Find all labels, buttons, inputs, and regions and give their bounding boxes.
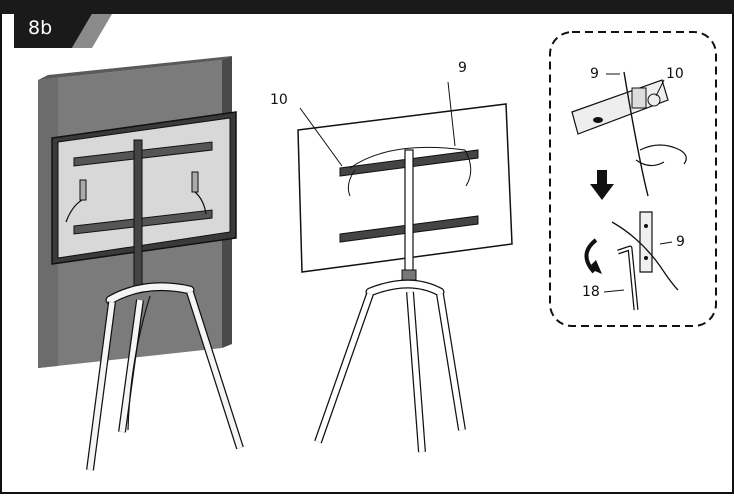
hex-key-icon xyxy=(617,245,639,311)
step-tab-accent xyxy=(72,14,112,48)
rotate-arrow-icon xyxy=(584,238,602,274)
step-number: 8b xyxy=(28,17,53,39)
inset-part-9-bottom-callout: 9 xyxy=(676,234,685,250)
down-arrow-icon xyxy=(590,170,614,200)
inset-part-9-top-callout: 9 xyxy=(590,66,599,82)
top-bar xyxy=(0,0,734,14)
step-tab xyxy=(14,14,92,48)
part-10-callout: 10 xyxy=(270,92,288,108)
detail-inset xyxy=(549,31,717,327)
inset-part-10-callout: 10 xyxy=(666,66,684,82)
part-9-callout: 9 xyxy=(458,60,467,76)
left-assembly xyxy=(38,56,244,471)
middle-assembly xyxy=(297,81,513,453)
inset-part-18-callout: 18 xyxy=(582,284,600,300)
